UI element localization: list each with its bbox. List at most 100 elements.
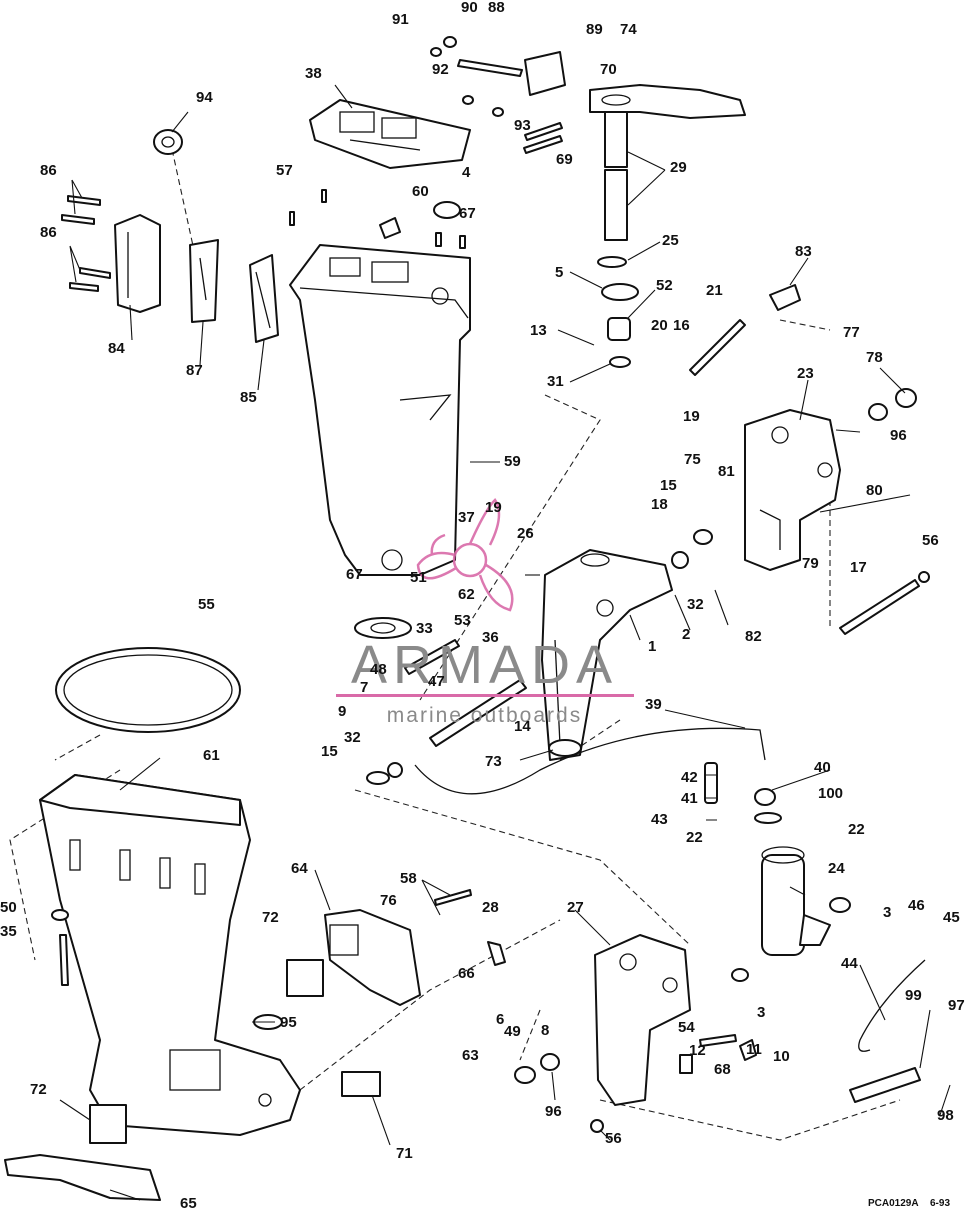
callout-label: 23 [797,365,814,382]
callout-label: 100 [818,785,844,802]
callout-label: 44 [841,955,858,972]
callout-label: 50 [0,899,17,916]
callout-label: 80 [866,482,883,499]
small-hardware [51,36,930,1133]
callout-label: 78 [866,349,883,366]
callout-label: 42 [681,769,698,786]
callout-label: 43 [651,811,668,828]
callout-label: 66 [458,965,475,982]
callout-label: 69 [556,151,573,168]
callout-label: 7 [360,679,369,696]
callout-label: 88 [488,0,505,16]
part-24-trim-cylinder [761,846,831,956]
callout-label: 15 [321,743,338,760]
callout-label: 72 [30,1081,47,1098]
part-65-cover [4,1154,161,1201]
callout-label: 58 [400,870,417,887]
callout-label: 72 [262,909,279,926]
part-44-wire [858,959,926,1052]
callout-label: 48 [370,661,387,678]
callout-label: 31 [547,373,564,390]
callout-label: 3 [883,904,892,921]
callout-label: 97 [948,997,965,1014]
callout-label: 92 [432,61,449,78]
callout-label: 17 [850,559,867,576]
callout-label: 62 [458,586,475,603]
callout-label: 22 [686,829,703,846]
callout-label: 19 [485,499,502,516]
watermark-brand-name: ARMADA [350,635,619,695]
callout-label: 83 [795,243,812,260]
callout-label: 75 [684,451,701,468]
watermark-divider [336,694,634,697]
callout-label: 73 [485,753,502,770]
callout-label: 59 [504,453,521,470]
callout-label: 67 [346,566,363,583]
callout-label: 2 [682,626,691,643]
watermark-propeller-logo [416,498,514,612]
part-39-cable [414,727,766,795]
callout-label: 93 [514,117,531,134]
figure-date: 6-93 [930,1198,951,1209]
callout-label: 35 [0,923,17,940]
part-1-swivel-bracket [541,549,673,761]
callout-label: 67 [459,205,476,222]
callout-label: 94 [196,89,213,106]
part-85-gasket [249,254,279,343]
callout-label: 14 [514,718,531,735]
part-72-block-lower [89,1104,127,1144]
callout-label: 76 [380,892,397,909]
callout-label: 90 [461,0,478,16]
callout-label: 56 [922,532,939,549]
callout-label: 38 [305,65,322,82]
callout-label: 55 [198,596,215,613]
callout-label: 53 [454,612,471,629]
callout-label: 47 [428,673,445,690]
callout-label: 33 [416,620,433,637]
part-97-plate [849,1067,921,1103]
part-61-lower-housing [39,774,301,1136]
part-58-bolt [434,889,472,906]
callout-label: 51 [410,569,427,586]
callout-label: 65 [180,1195,197,1212]
callout-label: 22 [848,821,865,838]
callout-label: 16 [673,317,690,334]
callout-label: 87 [186,362,203,379]
callout-label: 37 [458,509,475,526]
callout-label: 98 [937,1107,954,1124]
part-27-stern-bracket [594,934,691,1106]
callout-label: 84 [108,340,125,357]
callout-label: 63 [462,1047,479,1064]
callout-label: 96 [545,1103,562,1120]
callout-label: 32 [687,596,704,613]
leader-lines [59,84,951,1201]
callout-label: 40 [814,759,831,776]
callout-label: 26 [517,525,534,542]
figure-code: PCA0129A [868,1198,919,1209]
callout-label: 11 [746,1041,762,1058]
callout-label: 8 [541,1022,550,1039]
callout-label: 60 [412,183,429,200]
callout-label: 18 [651,496,668,513]
callout-label: 32 [344,729,361,746]
callout-label: 27 [567,899,584,916]
callout-label: 49 [504,1023,521,1040]
callout-label: 79 [802,555,819,572]
callout-label: 29 [670,159,687,176]
callout-label: 19 [683,408,700,425]
callout-label: 12 [689,1042,706,1059]
callout-label: 15 [660,477,677,494]
part-33-pin [404,639,460,675]
callout-label: 25 [662,232,679,249]
callout-label: 21 [706,282,723,299]
callout-label: 9 [338,703,347,720]
callout-label: 46 [908,897,925,914]
part-72-block-upper [286,959,324,997]
callout-label: 77 [843,324,860,341]
part-21-rod [689,319,746,376]
callout-label: 70 [600,61,617,78]
part-59-exhaust-housing [289,244,471,576]
part-68-bolt [699,1034,737,1047]
